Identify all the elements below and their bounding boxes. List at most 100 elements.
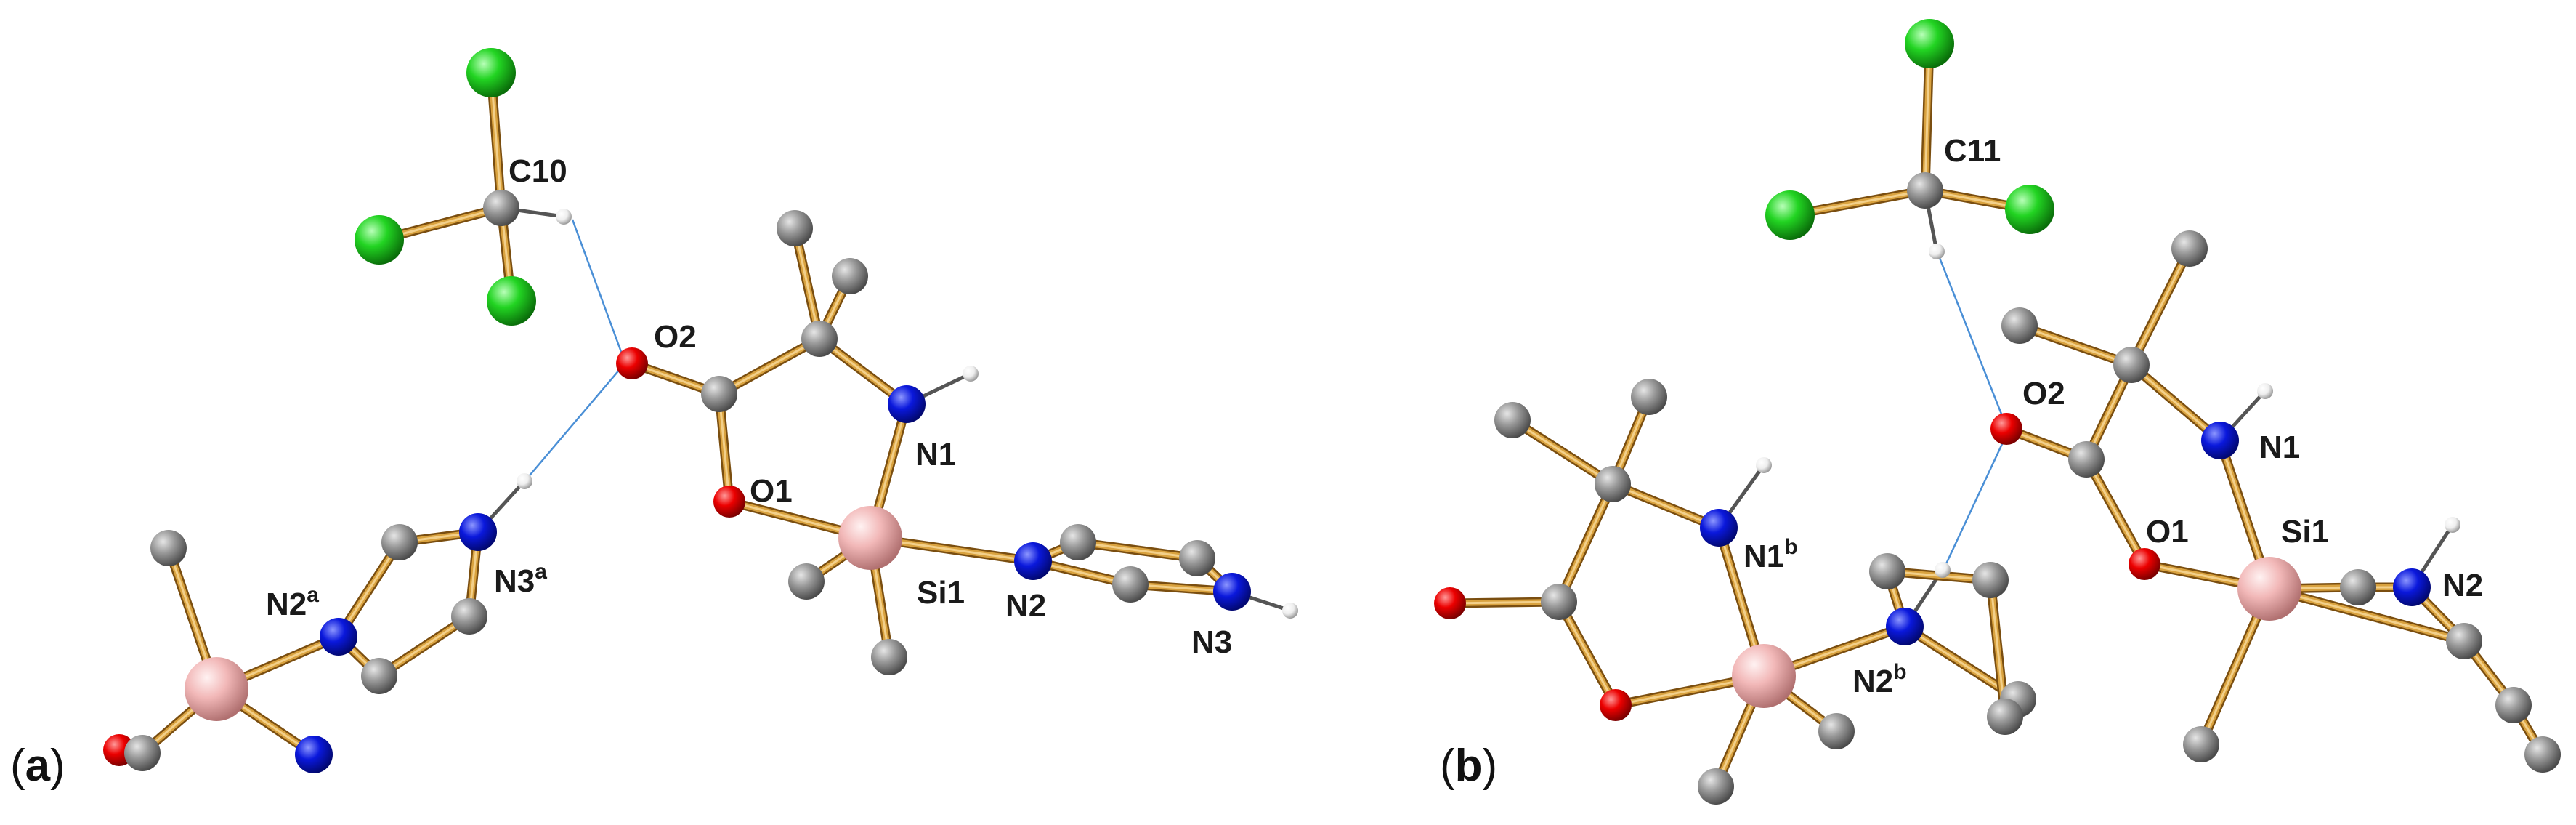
- a-c10-atom: [483, 190, 519, 226]
- a-c-ringa1-atom: [381, 524, 418, 560]
- b-o-carbb-atom: [1434, 587, 1466, 619]
- a-c-ringa2-atom: [451, 598, 487, 635]
- b-cl-left-atom: [1765, 190, 1815, 240]
- a-n3-atom: [1213, 573, 1251, 611]
- bond-b-c-carbb-atom-b-o-ringb-atom: [1554, 597, 1621, 710]
- b-h-c11-atom: [1929, 244, 1945, 259]
- bond-b-c-qb-atom-b-me-qb1-atom: [1507, 415, 1618, 489]
- bond-b-c-carbb-atom-b-o-carbb-atom: [1445, 597, 1564, 608]
- panel-a-atoms: [103, 48, 1298, 773]
- a-n3a-atom: [459, 513, 497, 551]
- panel-a-bonds: [137, 68, 1292, 760]
- b-c-ring1-atom: [2340, 569, 2376, 605]
- b-c-qb-atom: [1595, 466, 1631, 502]
- b-me-qb2-atom: [1631, 379, 1667, 415]
- a-h-n3a-atom: [517, 473, 532, 489]
- bond-b-si1-atom-b-c-ring2-atom: [2264, 584, 2469, 646]
- label-N2: N2: [2442, 568, 2483, 603]
- panel-b-structure: C11 O2 O1 N1 Si1 N2 N1b N2b (b): [1434, 19, 2561, 805]
- label-O2: O2: [654, 319, 697, 355]
- a-cl-left-atom: [355, 215, 404, 265]
- b-h-n1-atom: [2257, 383, 2273, 399]
- label-N3a: N3a: [494, 560, 547, 599]
- b-c-ring2-atom: [2446, 623, 2482, 659]
- a-c-sia-left-atom: [124, 735, 161, 771]
- hydrogen-bond-c11-o2: [1937, 254, 2006, 424]
- a-cl-top-atom: [466, 48, 516, 97]
- bond-b-n1b-atom-b-c-qb-atom: [1608, 479, 1724, 533]
- b-c-carboxyl-atom: [2068, 441, 2105, 478]
- b-n1b-atom: [1700, 509, 1738, 547]
- b-me2-atom: [2171, 230, 2208, 267]
- a-o2-atom: [616, 347, 648, 379]
- b-n2-atom: [2393, 568, 2431, 606]
- label-O2: O2: [2022, 376, 2065, 411]
- a-h-n3-atom: [1282, 603, 1298, 619]
- b-me-sib2-atom: [1818, 713, 1855, 749]
- panel-b-label: (b): [1440, 741, 1497, 791]
- b-me-sib1-atom: [1698, 768, 1734, 805]
- b-o-ringb-atom: [1600, 689, 1632, 721]
- bond-a-c-quaternary-atom-a-me1-atom: [790, 223, 825, 344]
- bond-b-c-quaternary-atom-b-me2-atom: [2126, 244, 2195, 370]
- b-me1-atom: [2001, 307, 2038, 344]
- hydrogen-bond-n2b-o2: [1943, 434, 2008, 569]
- label-O1: O1: [2146, 514, 2189, 550]
- a-c-quaternary-atom: [801, 321, 838, 357]
- hydrogen-bond-c10-o2: [571, 219, 625, 358]
- b-c-ringb4-atom: [1987, 699, 2023, 735]
- panel-b-atoms: [1434, 19, 2561, 805]
- label-O1: O1: [750, 473, 793, 509]
- label-C11: C11: [1944, 133, 2001, 169]
- a-me-sia-atom: [150, 530, 187, 566]
- b-c-ring3-atom: [2495, 687, 2532, 723]
- b-n2b-atom: [1886, 608, 1924, 645]
- panel-b-hydrogen-bonds: [1937, 254, 2008, 569]
- label-C10: C10: [509, 153, 567, 189]
- b-si1-atom: [2237, 557, 2301, 621]
- hydrogen-bond-n3a-o2: [525, 363, 625, 480]
- label-N2b: N2b: [1852, 660, 1907, 699]
- a-c-carboxyl-atom: [701, 376, 737, 412]
- a-me1-atom: [777, 210, 813, 246]
- b-c11-atom: [1907, 172, 1943, 209]
- a-sia-atom: [185, 657, 248, 721]
- b-c-ringb1-atom: [1869, 553, 1905, 589]
- b-h-n1b-atom: [1756, 457, 1772, 473]
- panel-a-structure: C10 O2 O1 N1 Si1 N2 N3 N2a N3a (a): [10, 48, 1298, 791]
- label-N2a: N2a: [266, 583, 319, 622]
- label-Si1: Si1: [917, 575, 965, 611]
- a-me-si-left-atom: [788, 563, 825, 600]
- a-n2a-atom: [320, 618, 357, 656]
- a-si1-atom: [838, 506, 902, 570]
- a-c-ring1-atom: [1060, 524, 1096, 560]
- a-h-n1-atom: [963, 366, 979, 382]
- label-N1: N1: [2259, 430, 2300, 465]
- bond-b-c-quaternary-atom-b-me1-atom: [2014, 321, 2136, 370]
- b-h-n2-atom: [2445, 517, 2460, 533]
- b-c-quaternary-atom: [2113, 347, 2150, 383]
- b-o1-atom: [2129, 548, 2160, 580]
- a-c-ring2-atom: [1112, 566, 1149, 603]
- b-c-ringb2-atom: [1972, 562, 2009, 598]
- label-N1b: N1b: [1743, 535, 1798, 574]
- a-c-ringa3-atom: [361, 658, 397, 694]
- b-c-carbb-atom: [1541, 584, 1577, 620]
- bond-a-c-ring1-atom-a-c-ring3-atom: [1073, 537, 1202, 563]
- bond-a-c-carboxyl-atom-a-c-quaternary-atom: [714, 334, 825, 399]
- a-me-si-bottom-atom: [871, 639, 907, 675]
- b-c-ring4-atom: [2524, 736, 2561, 773]
- label-N1: N1: [915, 437, 956, 472]
- a-n1-atom: [888, 385, 926, 423]
- label-Si1: Si1: [2281, 514, 2329, 550]
- b-me-qb1-atom: [1494, 402, 1531, 438]
- b-o2-atom: [1990, 413, 2022, 445]
- a-cl-bottom-atom: [487, 276, 536, 326]
- label-N2: N2: [1005, 588, 1046, 624]
- panel-a-hydrogen-bonds: [525, 219, 625, 480]
- a-c-ring3-atom: [1179, 540, 1215, 576]
- bond-b-c-qb-atom-b-c-carbb-atom: [1554, 479, 1618, 607]
- a-n2-atom: [1014, 542, 1052, 580]
- panel-a-label: (a): [10, 741, 65, 791]
